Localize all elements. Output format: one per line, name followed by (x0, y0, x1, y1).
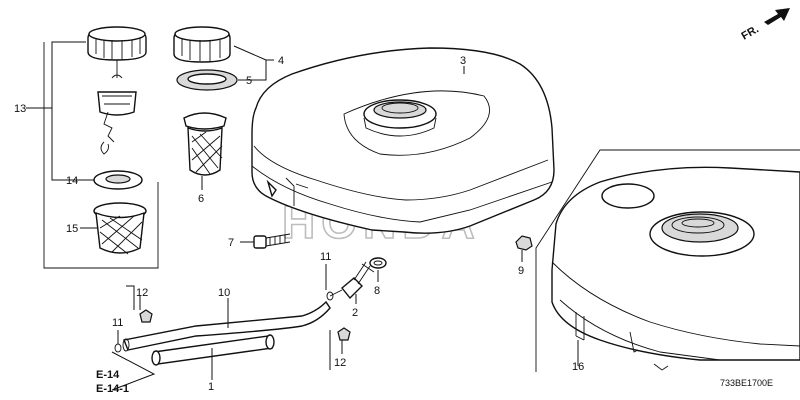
callout-5: 5 (246, 75, 252, 87)
callout-4: 4 (278, 55, 284, 67)
front-arrow-icon (764, 8, 790, 25)
hose-clip-11-upper (326, 291, 334, 301)
callout-11-lower: 11 (112, 317, 123, 329)
callout-2: 2 (352, 307, 358, 319)
callout-3: 3 (460, 55, 466, 67)
callout-9: 9 (518, 265, 524, 277)
fuel-joint-2 (329, 261, 375, 300)
fuel-tube-1 (151, 334, 275, 366)
callout-16: 16 (572, 361, 584, 373)
nut-9 (515, 235, 533, 251)
callout-14: 14 (66, 175, 78, 187)
callout-8: 8 (374, 285, 380, 297)
callout-13: 13 (14, 103, 26, 115)
fuel-strainer-6 (183, 112, 227, 176)
callout-10: 10 (218, 287, 230, 299)
callout-12-right: 12 (334, 357, 346, 369)
detail-inset-frame (535, 149, 800, 372)
clamp-12-right (337, 327, 351, 341)
front-label: FR. (740, 23, 761, 42)
washer-8 (369, 257, 387, 269)
fuel-cap-with-strainer-assembly (87, 26, 147, 155)
leader-lines (26, 41, 579, 380)
reference-arrow (111, 351, 156, 391)
flange-bolt-7 (253, 233, 291, 249)
drawing-code: 733BE1700E (720, 378, 773, 388)
callout-6: 6 (198, 193, 204, 205)
callout-15: 15 (66, 223, 78, 235)
fuel-tank-3 (251, 47, 555, 234)
section-ref-e14: E-14 (96, 369, 120, 381)
cap-gasket-5 (176, 69, 238, 91)
section-ref-e14-1: E-14-1 (96, 383, 129, 395)
hose-clip-11-lower (114, 343, 122, 353)
fuel-tube-10 (122, 300, 331, 352)
callout-11-upper: 11 (320, 251, 331, 263)
seal-ring-14 (93, 170, 143, 190)
inset-frame-left (43, 42, 159, 269)
callout-numbers: 13 14 15 4 5 6 3 7 8 9 2 11 12 10 11 12 … (14, 55, 584, 393)
fuel-filler-cap-4 (173, 26, 231, 63)
clamp-12-left (139, 309, 153, 323)
callout-12-left: 12 (136, 287, 148, 299)
fuel-tank-detail-16 (551, 166, 800, 371)
front-direction-indicator: FR. (740, 8, 790, 43)
callout-7: 7 (228, 237, 234, 249)
fuel-strainer-15 (93, 202, 147, 255)
callout-1: 1 (208, 381, 214, 393)
